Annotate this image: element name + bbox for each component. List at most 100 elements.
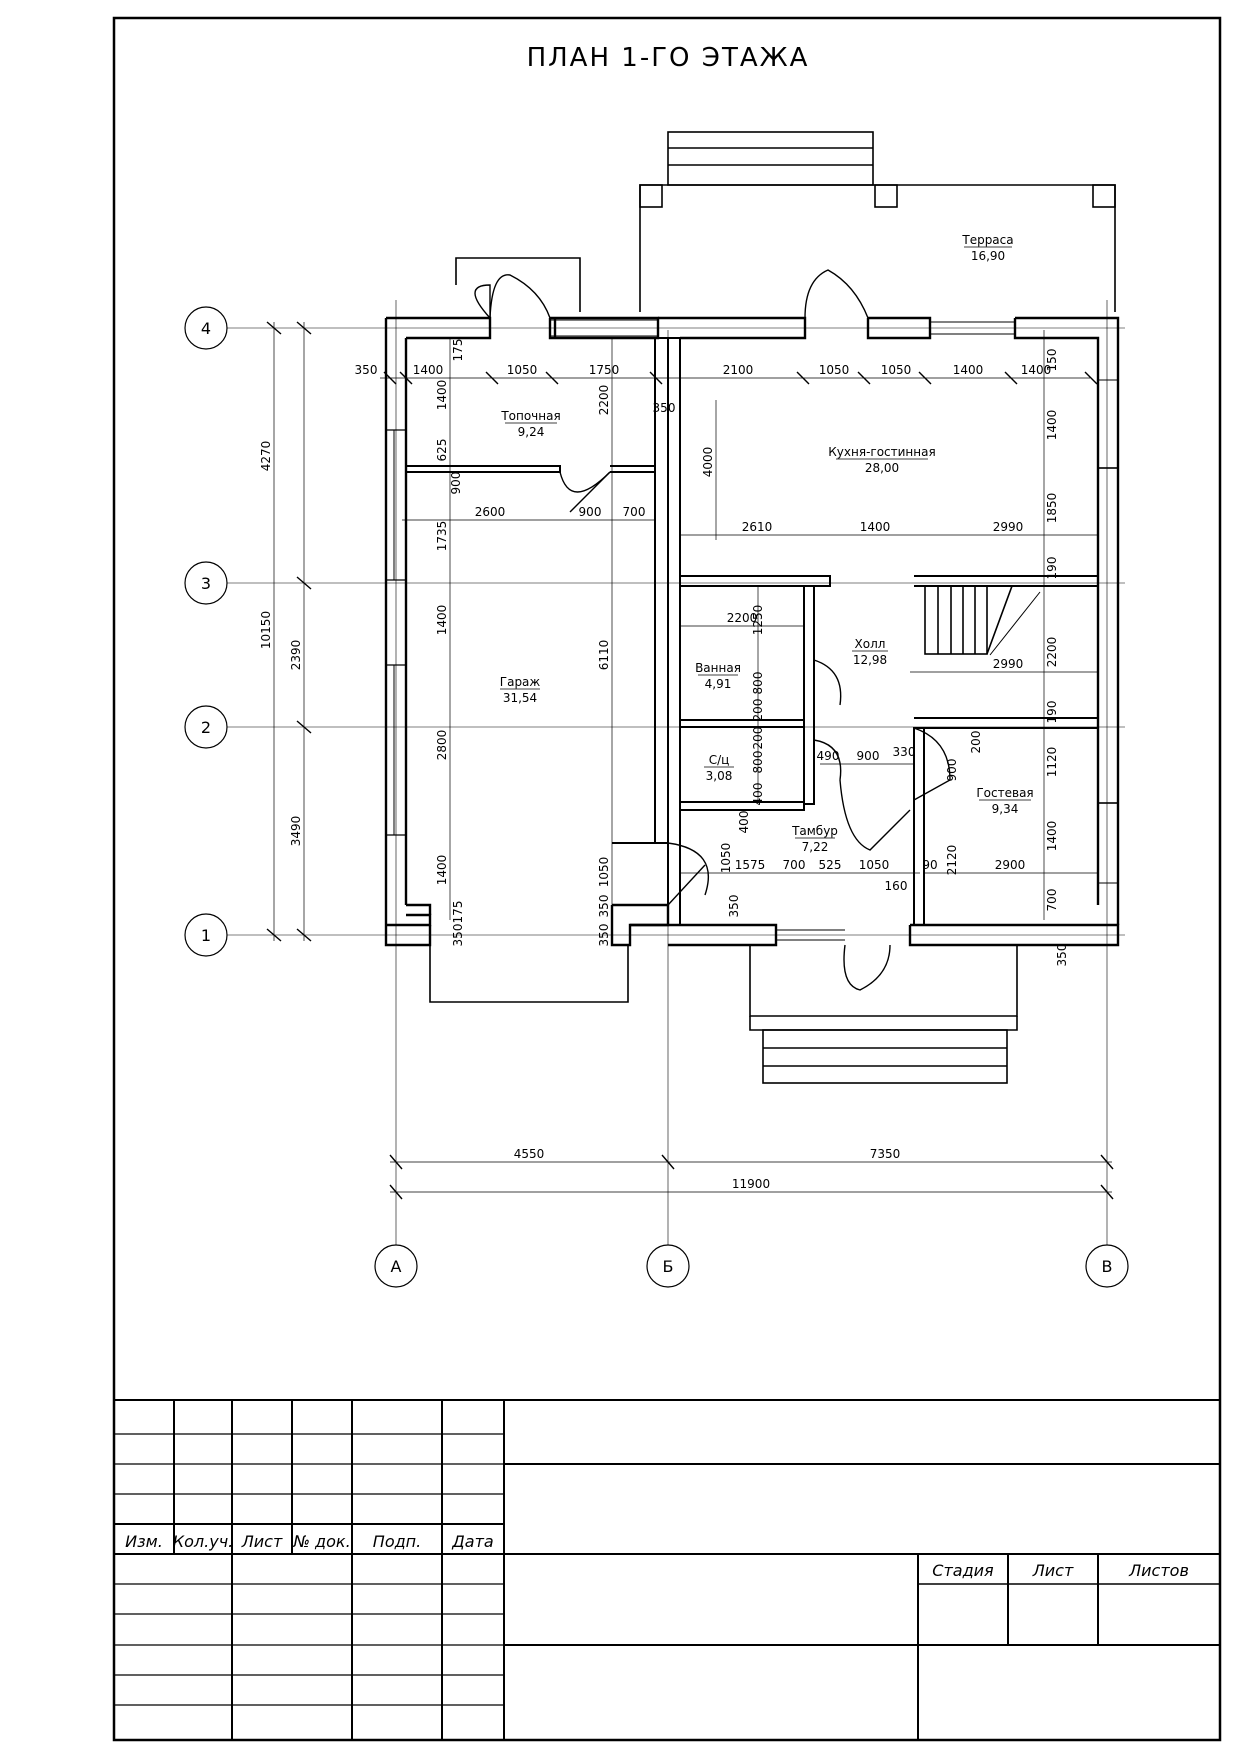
dimension-value: 400 xyxy=(737,811,751,834)
dimension-value: 200 xyxy=(751,699,765,722)
room-area-hall: 12,98 xyxy=(853,653,887,667)
dimension-value: 2120 xyxy=(945,845,959,876)
plan-title: ПЛАН 1-ГО ЭТАЖА xyxy=(527,43,810,73)
dimension-value: 2900 xyxy=(995,858,1026,872)
dimension-value: 625 xyxy=(435,439,449,462)
room-name-terrace: Терраса xyxy=(961,233,1013,247)
title-block-header: Стадия xyxy=(932,1561,994,1580)
dimension-value: 2990 xyxy=(993,520,1024,534)
dimension-value: 900 xyxy=(449,472,463,495)
room-area-bath: 4,91 xyxy=(705,677,732,691)
dimension-value: 2600 xyxy=(475,505,506,519)
axis-label-a: А xyxy=(391,1257,402,1276)
room-name-bath: Ванная xyxy=(695,661,741,675)
dimension-value: 700 xyxy=(1045,889,1059,912)
terrace xyxy=(429,131,1116,1084)
sheet-frame xyxy=(112,16,1222,1742)
dimension-value: 3490 xyxy=(289,816,303,847)
dimension-value: 175 xyxy=(451,901,465,924)
axis-label-1: 1 xyxy=(201,926,211,945)
title-block-labels: Изм. Кол.уч. Лист № док. Подп. Дата Стад… xyxy=(125,1532,1189,1580)
title-block-header: Подп. xyxy=(373,1532,421,1551)
room-name-garage: Гараж xyxy=(500,675,541,689)
dimension-texts: 4550 7350 11900 4270 2390 3490 10150 350… xyxy=(259,339,1069,1191)
dimension-value: 6110 xyxy=(597,640,611,671)
dimension-value: 2200 xyxy=(727,611,758,625)
title-block-header: № док. xyxy=(292,1532,350,1551)
dimension-value: 350 xyxy=(451,924,465,947)
interior-walls xyxy=(406,337,1099,926)
dimension-value: 1400 xyxy=(1021,363,1052,377)
dimension-lines xyxy=(266,321,1114,1200)
axis-label-v: В xyxy=(1102,1257,1113,1276)
dimension-value: 490 xyxy=(817,749,840,763)
dimension-value: 330 xyxy=(893,745,916,759)
dimension-value: 800 xyxy=(751,672,765,695)
dimension-value: 90 xyxy=(922,858,937,872)
staircase xyxy=(924,585,1041,656)
axis-grid xyxy=(226,300,1125,1245)
dimension-value: 11900 xyxy=(732,1177,770,1191)
title-block-header: Кол.уч. xyxy=(173,1532,233,1551)
dimension-value: 2990 xyxy=(993,657,1024,671)
room-area-wc: 3,08 xyxy=(706,769,733,783)
dimension-value: 1400 xyxy=(435,380,449,411)
dimension-value: 1400 xyxy=(860,520,891,534)
dimension-value: 2390 xyxy=(289,640,303,671)
room-name-boiler: Топочная xyxy=(500,409,560,423)
dimension-value: 350 xyxy=(597,924,611,947)
dimension-value: 10150 xyxy=(259,611,273,649)
dimension-value: 1400 xyxy=(435,855,449,886)
room-name-vestibule: Тамбур xyxy=(791,824,838,838)
dimension-value: 2200 xyxy=(1045,637,1059,668)
axis-bubbles xyxy=(184,306,1129,1288)
axis-label-2: 2 xyxy=(201,718,211,737)
dimension-value: 525 xyxy=(819,858,842,872)
dimension-value: 1400 xyxy=(953,363,984,377)
dimension-value: 1050 xyxy=(597,857,611,888)
windows xyxy=(549,319,659,337)
axis-bubble-2 xyxy=(184,705,228,749)
dimension-value: 4000 xyxy=(701,447,715,478)
dimension-value: 350 xyxy=(597,895,611,918)
axis-bubble-3 xyxy=(184,561,228,605)
title-block-header: Лист xyxy=(241,1532,283,1551)
room-area-guest: 9,34 xyxy=(992,802,1019,816)
room-area-boiler: 9,24 xyxy=(518,425,545,439)
dimension-value: 350 xyxy=(727,895,741,918)
dimension-value: 1250 xyxy=(751,605,765,636)
axis-label-b: Б xyxy=(663,1257,674,1276)
dimension-value: 350 xyxy=(355,363,378,377)
dimension-value: 1400 xyxy=(1045,821,1059,852)
title-block-header: Дата xyxy=(451,1532,493,1551)
room-area-garage: 31,54 xyxy=(503,691,537,705)
dimension-value: 700 xyxy=(783,858,806,872)
dimension-value: 160 xyxy=(885,879,908,893)
axis-bubble-v xyxy=(1085,1244,1129,1288)
room-labels: Терраса 16,90 Топочная 9,24 Кухня-гостин… xyxy=(500,233,1034,854)
axis-label-3: 3 xyxy=(201,574,211,593)
dimension-value: 1850 xyxy=(1045,493,1059,524)
dimension-value: 1750 xyxy=(589,363,620,377)
dimension-value: 800 xyxy=(751,751,765,774)
title-block-header: Изм. xyxy=(125,1532,163,1551)
dimension-value: 900 xyxy=(945,759,959,782)
title-block xyxy=(114,1399,1220,1740)
dimension-value: 150 xyxy=(1045,349,1059,372)
room-area-terrace: 16,90 xyxy=(971,249,1005,263)
room-area-kitchen: 28,00 xyxy=(865,461,899,475)
dimension-value: 1050 xyxy=(507,363,538,377)
room-name-kitchen: Кухня-гостинная xyxy=(828,445,935,459)
dimension-value: 175 xyxy=(451,339,465,362)
dimension-value: 4550 xyxy=(514,1147,545,1161)
room-area-vestibule: 7,22 xyxy=(802,840,829,854)
title-block-header: Листов xyxy=(1128,1561,1189,1580)
title-block-header: Лист xyxy=(1032,1561,1074,1580)
dimension-value: 1120 xyxy=(1045,747,1059,778)
dimension-value: 7350 xyxy=(870,1147,901,1161)
doors xyxy=(474,269,951,991)
dimension-value: 350 xyxy=(1055,944,1069,967)
dimension-value: 2610 xyxy=(742,520,773,534)
dimension-value: 190 xyxy=(1045,701,1059,724)
